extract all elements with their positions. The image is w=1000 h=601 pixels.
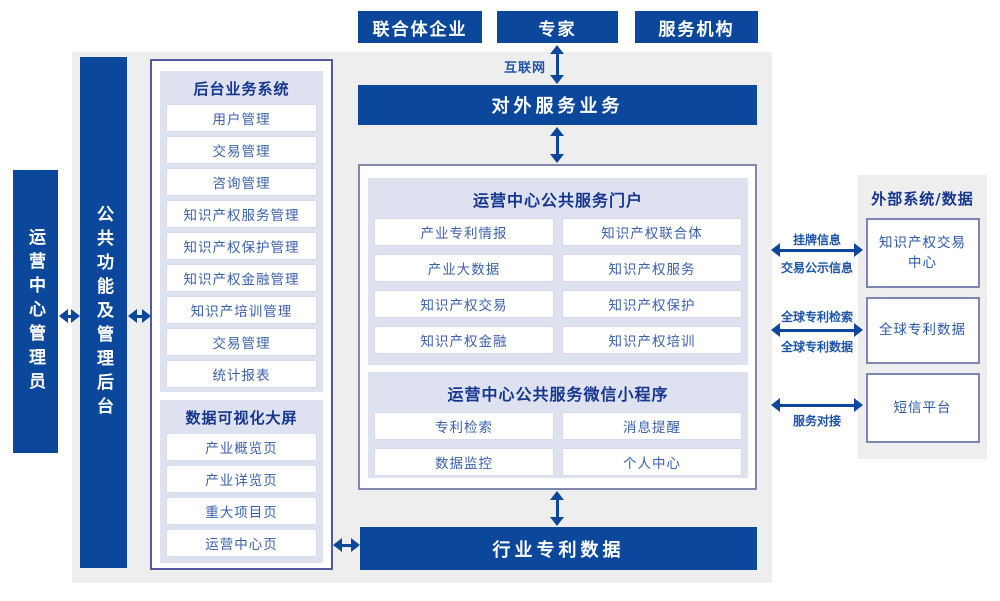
box-ip-trading-center: 知识产权交易中心	[865, 218, 980, 288]
box-consortium-enterprises: 联合体企业	[358, 11, 482, 43]
dashboard-title: 数据可视化大屏	[185, 409, 298, 427]
miniprogram-grid: 专利检索 消息提醒 数据监控 个人中心	[368, 412, 748, 476]
list-item: 个人中心	[562, 448, 742, 476]
list-item: 重大项目页	[166, 497, 317, 525]
industry-patent-data-bar: 行业专利数据	[360, 527, 757, 570]
list-item: 知识产权保护	[562, 290, 742, 318]
miniprogram-section: 运营中心公共服务微信小程序 专利检索 消息提醒 数据监控 个人中心	[368, 372, 748, 478]
dashboard-section: 数据可视化大屏 产业概览页 产业详览页 重大项目页 运营中心页	[160, 400, 323, 563]
list-item: 用户管理	[166, 104, 317, 132]
list-item: 知识产权金融	[374, 326, 554, 354]
box-service-orgs: 服务机构	[635, 11, 758, 43]
list-item: 产业专利情报	[374, 218, 554, 246]
global-patent-search-label: 全球专利检索	[780, 310, 853, 324]
list-item: 咨询管理	[166, 168, 317, 196]
list-item: 知识产权服务	[562, 254, 742, 282]
arrow-global-patent-icon	[771, 323, 863, 337]
arrow-dashboard-to-patent-data-icon	[333, 538, 360, 552]
portal-grid: 产业专利情报 知识产权联合体 产业大数据 知识产权服务 知识产权交易 知识产权保…	[368, 218, 748, 354]
trade-publicity-label: 交易公示信息	[780, 261, 853, 275]
external-systems-title: 外部系统/数据	[871, 190, 974, 208]
arrow-service-to-portal-icon	[550, 127, 564, 163]
portal-section: 运营中心公共服务门户 产业专利情报 知识产权联合体 产业大数据 知识产权服务 知…	[368, 178, 748, 365]
list-item: 交易管理	[166, 136, 317, 164]
list-item: 消息提醒	[562, 412, 742, 440]
list-item: 知识产权保护管理	[166, 232, 317, 260]
operations-admin-bar: 运营中心管理员	[13, 170, 58, 453]
list-item: 产业大数据	[374, 254, 554, 282]
miniprogram-title: 运营中心公共服务微信小程序	[447, 385, 669, 404]
list-item: 交易管理	[166, 328, 317, 356]
box-experts: 专家	[497, 11, 618, 43]
list-item: 产业概览页	[166, 433, 317, 461]
backoffice-section: 后台业务系统 用户管理 交易管理 咨询管理 知识产权服务管理 知识产权保护管理 …	[160, 71, 323, 392]
arrow-internet-icon	[550, 45, 564, 84]
list-item: 统计报表	[166, 360, 317, 388]
arrow-service-connect-icon	[771, 398, 863, 412]
box-global-patent-data: 全球专利数据	[865, 297, 980, 364]
box-sms-platform: 短信平台	[865, 373, 980, 443]
external-service-bar: 对外服务业务	[358, 85, 757, 125]
service-connect-label: 服务对接	[792, 414, 841, 428]
arrow-listing-info-icon	[771, 243, 863, 257]
external-systems-list: 知识产权交易中心 全球专利数据 短信平台	[858, 218, 987, 443]
list-item: 知识产权联合体	[562, 218, 742, 246]
internet-label: 互联网	[503, 61, 546, 76]
list-item: 知识产权培训	[562, 326, 742, 354]
global-patent-data-label: 全球专利数据	[780, 340, 853, 354]
list-item: 数据监控	[374, 448, 554, 476]
backoffice-list: 用户管理 交易管理 咨询管理 知识产权服务管理 知识产权保护管理 知识产权金融管…	[160, 104, 323, 388]
external-systems-panel: 外部系统/数据 知识产权交易中心 全球专利数据 短信平台	[858, 175, 987, 459]
portal-title: 运营中心公共服务门户	[472, 191, 643, 210]
public-functions-backend-bar: 公共功能及管理后台	[80, 57, 127, 568]
list-item: 知识产权金融管理	[166, 264, 317, 292]
dashboard-list: 产业概览页 产业详览页 重大项目页 运营中心页	[160, 433, 323, 557]
list-item: 运营中心页	[166, 529, 317, 557]
arrow-admin-to-backend-icon	[59, 309, 80, 323]
list-item: 知识产培训管理	[166, 296, 317, 324]
backoffice-title: 后台业务系统	[193, 80, 290, 98]
list-item: 知识产权交易	[374, 290, 554, 318]
arrow-portal-to-patent-data-icon	[550, 491, 564, 526]
list-item: 专利检索	[374, 412, 554, 440]
arrow-backend-to-backoffice-icon	[128, 309, 151, 323]
list-item: 产业详览页	[166, 465, 317, 493]
list-item: 知识产权服务管理	[166, 200, 317, 228]
